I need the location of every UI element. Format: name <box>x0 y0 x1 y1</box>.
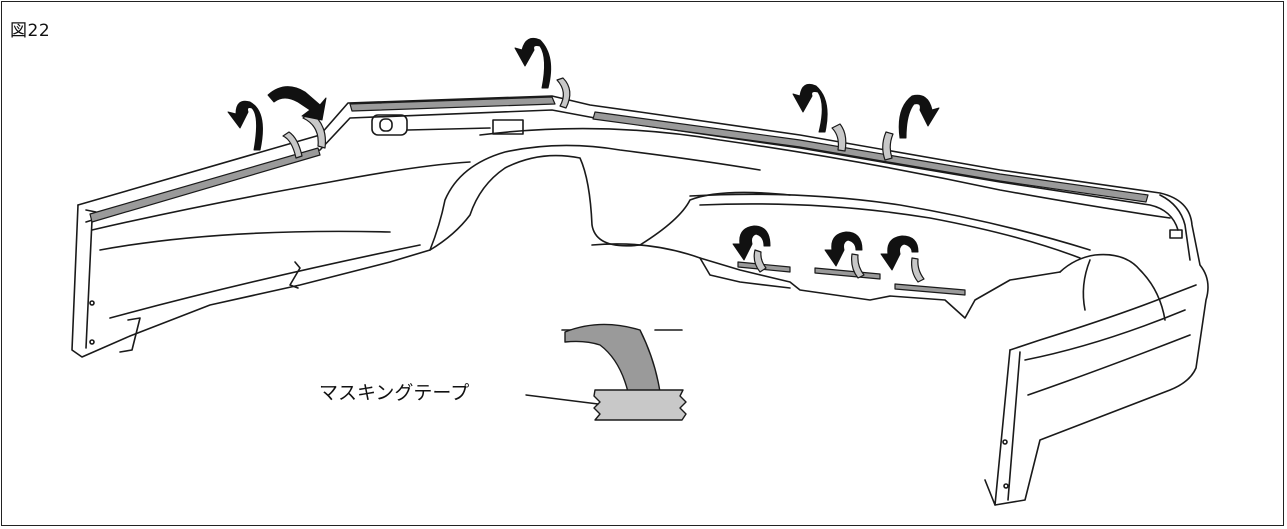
tape-fold-8 <box>911 257 925 283</box>
tape-strip-left <box>89 147 321 223</box>
tape-curl <box>564 323 661 393</box>
tape-fold-3 <box>556 77 571 109</box>
fold-arrow-icon <box>267 86 327 121</box>
tape-strip-diffuser-3 <box>894 283 966 296</box>
figure-number-label: 図22 <box>10 21 51 41</box>
fold-arrow-icon <box>824 231 863 267</box>
tape-strip-right <box>592 111 1149 203</box>
tape-end-block <box>593 389 687 421</box>
fold-arrow-icon <box>880 235 919 271</box>
tape-strip-top <box>349 96 556 112</box>
fold-arrow-icon <box>227 100 263 151</box>
tape-strip-diffuser-2 <box>814 267 881 280</box>
bumper-outline <box>71 95 1209 506</box>
masking-tape-strips <box>89 77 1149 296</box>
tape-fold-7 <box>851 253 865 279</box>
leader-line <box>525 394 599 405</box>
tape-fold-6 <box>753 249 767 273</box>
tape-fold-4 <box>831 123 847 152</box>
fold-arrow-icon <box>514 37 552 89</box>
masking-tape-label: マスキングテープ <box>319 382 470 404</box>
fold-arrow-icon <box>898 94 940 139</box>
tape-fold-1 <box>282 131 303 159</box>
fold-arrow-icon <box>732 225 771 261</box>
tape-fold-5 <box>882 131 894 161</box>
tape-detail-inset <box>525 323 687 421</box>
fold-arrows <box>227 37 940 271</box>
fold-arrow-icon <box>792 83 828 133</box>
